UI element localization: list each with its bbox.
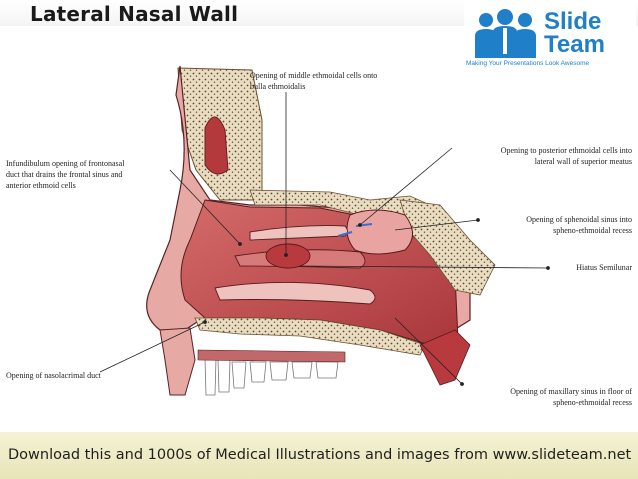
footer-text[interactable]: Download this and 1000s of Medical Illus…: [8, 447, 632, 463]
frontal-sinus: [204, 116, 229, 175]
label-middle-ethmoidal-line1: Opening of middle ethmoidal cells onto: [250, 71, 378, 80]
sphenoid-bone: [399, 199, 496, 296]
label-infundibulum-line3: anterior ethmoid cells: [6, 181, 76, 190]
inferior-concha: [214, 282, 376, 305]
bulla-ethmoidalis: [265, 243, 311, 269]
label-posterior-ethmoidal: Opening to posterior ethmoidal cells int…: [430, 145, 632, 167]
label-sphenoidal: Opening of sphenoidal sinus into spheno-…: [470, 214, 632, 236]
footer-banner: Download this and 1000s of Medical Illus…: [0, 432, 638, 479]
label-maxillary-line1: Opening of maxillary sinus in floor of: [510, 387, 632, 396]
logo-brand-slide: Slide: [544, 8, 602, 35]
label-sphenoidal-line2: spheno-ethmoidal recess: [553, 226, 632, 235]
label-maxillary-line2: spheno-ethmoidal recess: [553, 398, 632, 407]
label-infundibulum-line1: Infundibulum opening of frontonasal: [6, 159, 125, 168]
label-hiatus-semilunar: Hiatus Semilunar: [576, 263, 632, 272]
gum-line: [197, 349, 346, 363]
label-posterior-ethmoidal-line2: lateral wall of superior meatus: [534, 157, 632, 166]
label-middle-ethmoidal-line2: bulla ethmoidalis: [250, 82, 306, 91]
label-infundibulum-line2: duct that drains the frontal sinus and: [6, 170, 123, 179]
label-middle-ethmoidal: Opening of middle ethmoidal cells onto b…: [250, 70, 450, 92]
logo-brand-team: Team: [544, 31, 605, 58]
sphenoid-sinus: [346, 209, 413, 255]
teeth: [204, 357, 339, 396]
label-posterior-ethmoidal-line1: Opening to posterior ethmoidal cells int…: [500, 146, 632, 155]
slide-title: Lateral Nasal Wall: [30, 2, 239, 26]
lateral-nasal-wall-illustration: [99, 65, 550, 396]
superior-concha: [249, 225, 348, 241]
label-sphenoidal-line1: Opening of sphenoidal sinus into: [526, 215, 632, 224]
label-nasolacrimal: Opening of nasolacrimal duct: [6, 371, 101, 380]
slideteam-logo: Slide Team Making Your Presentations Loo…: [464, 2, 636, 68]
hard-palate: [194, 317, 426, 356]
label-maxillary: Opening of maxillary sinus in floor of s…: [440, 386, 632, 408]
arrow-posterior-ethmoid: [337, 231, 353, 237]
soft-palate: [419, 329, 471, 386]
label-infundibulum: Infundibulum opening of frontonasal duct…: [6, 158, 181, 191]
upper-lip: [159, 327, 196, 396]
people-icon: [475, 9, 536, 58]
logo-tagline: Making Your Presentations Look Awesome: [466, 60, 590, 67]
